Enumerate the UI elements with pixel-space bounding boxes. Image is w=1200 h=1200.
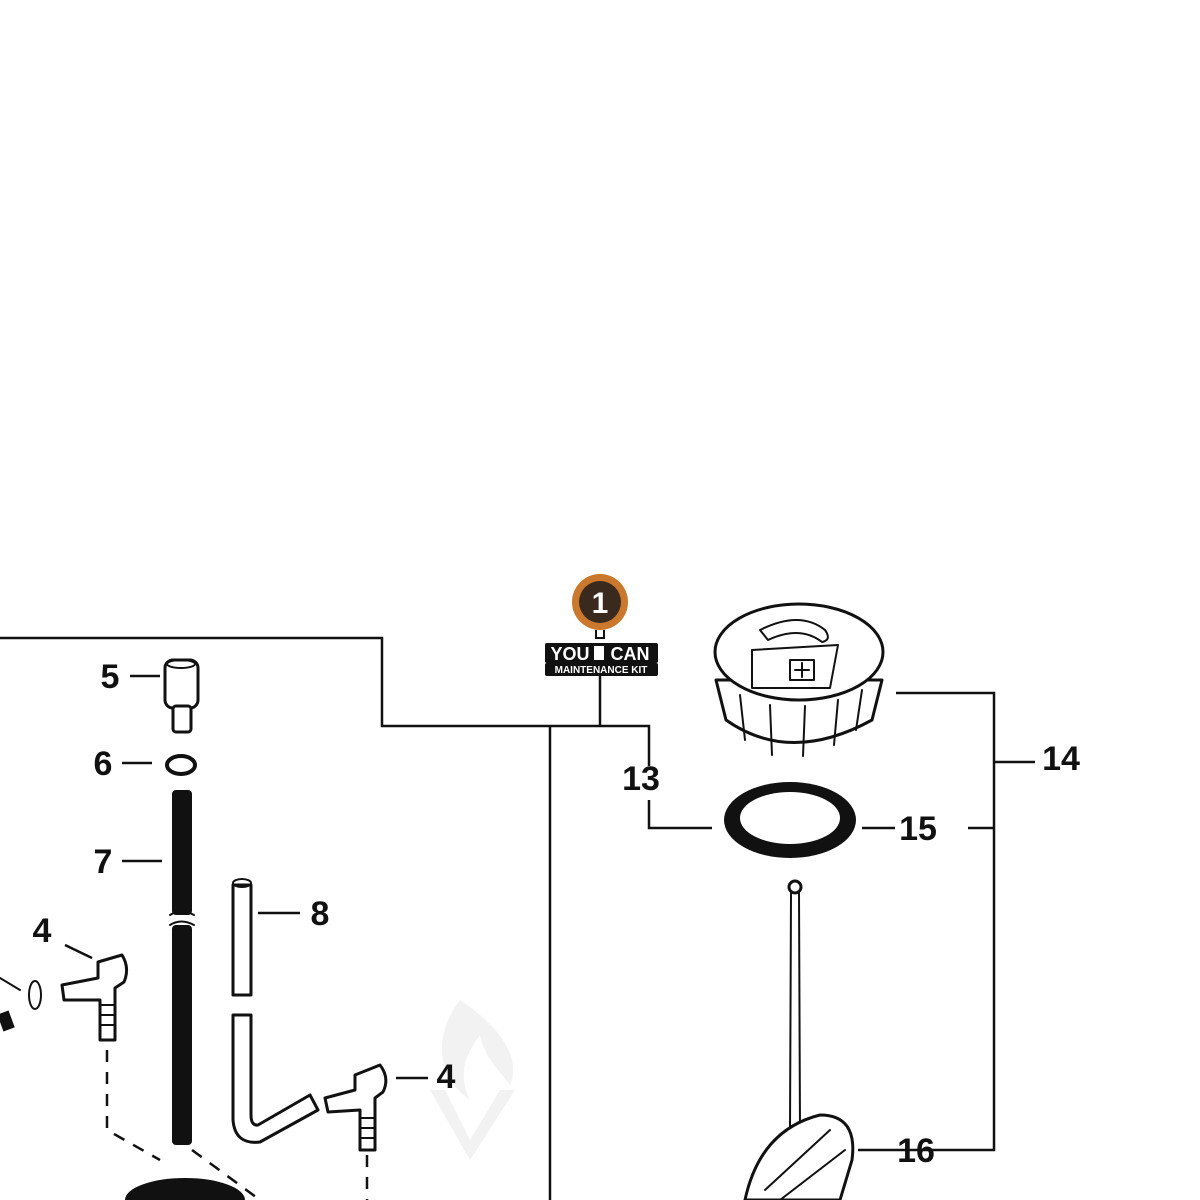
part-4-elbow-right bbox=[323, 1063, 388, 1152]
part-15-gasket bbox=[724, 782, 856, 858]
part-7-fuel-hose bbox=[169, 790, 195, 1145]
kit-badge: 1 YOU CAN MAINTENANCE KIT bbox=[545, 574, 658, 676]
part-14-fuel-cap bbox=[713, 602, 885, 757]
part-4-elbow-left bbox=[0, 953, 129, 1042]
leader-lines bbox=[0, 636, 1035, 1200]
callout-6: 6 bbox=[94, 745, 113, 783]
part-16-tether bbox=[743, 879, 855, 1200]
callout-4-right: 4 bbox=[437, 1058, 456, 1096]
callout-15: 15 bbox=[899, 810, 937, 848]
part-8-return-hose bbox=[231, 878, 320, 1144]
callout-16: 16 bbox=[897, 1132, 935, 1170]
kit-word-left: YOU bbox=[550, 644, 589, 664]
part-5-filter-cap bbox=[163, 658, 200, 734]
kit-word-right: CAN bbox=[611, 644, 650, 664]
part-bottom-fuel-pickup bbox=[125, 1178, 245, 1200]
callout-8: 8 bbox=[311, 895, 330, 933]
watermark-logo-icon bbox=[430, 1000, 515, 1160]
callout-7: 7 bbox=[94, 843, 113, 881]
callout-14: 14 bbox=[1042, 740, 1080, 778]
wrench-icon bbox=[595, 630, 605, 639]
callout-1: 1 bbox=[592, 587, 609, 620]
part-6-ring bbox=[165, 754, 197, 776]
callout-labels: 5 6 7 4 8 4 13 14 15 16 bbox=[33, 658, 1080, 1170]
kit-subtitle: MAINTENANCE KIT bbox=[555, 665, 648, 676]
assembly-dashed-lines bbox=[105, 1050, 369, 1200]
callout-4-left: 4 bbox=[33, 912, 52, 950]
callout-13: 13 bbox=[622, 760, 660, 798]
callout-5: 5 bbox=[101, 658, 120, 696]
